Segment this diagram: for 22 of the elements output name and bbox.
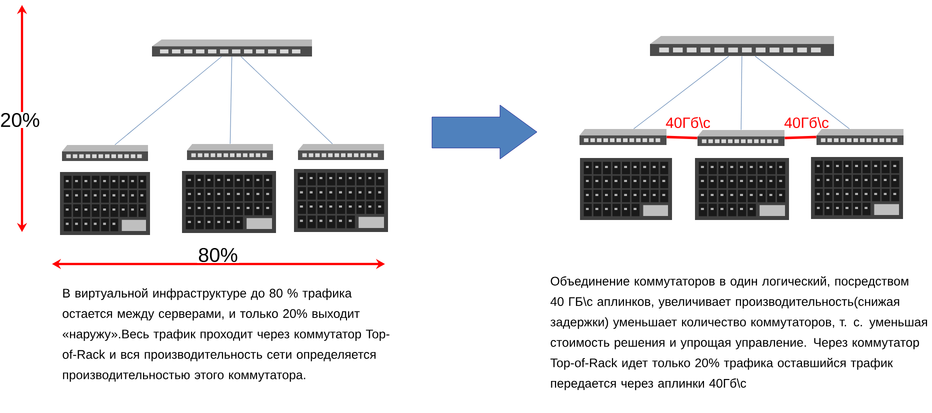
link-line: [740, 56, 742, 130]
edge-label: 40Гб\с: [784, 116, 829, 128]
dimension-label: 80%: [197, 246, 239, 264]
link-line: [784, 136, 816, 140]
switch-drawing: [62, 145, 148, 161]
core-switch-drawing: [152, 40, 312, 56]
link-line: [230, 56, 232, 144]
switch-drawing: [298, 144, 384, 160]
paragraph: В виртуальной инфраструктуре до 80 % трафика остается между серверами, и только 20% выходит «наружу».Весь трафик проходит через коммутатор Top-of-Rack и вся производительность сети определяется производительностью этого коммутатора.: [62, 288, 390, 382]
link-line: [240, 56, 333, 144]
switch-drawing: [187, 144, 273, 160]
link-line: [666, 136, 698, 140]
link-line: [114, 56, 222, 146]
switch-drawing: [816, 129, 904, 145]
link-line: [754, 56, 850, 130]
switch-drawing: [580, 129, 666, 145]
edge-label: 40Гб\с: [666, 116, 710, 128]
core-switch-drawing: [650, 36, 834, 56]
switch-drawing: [698, 130, 784, 146]
paragraph: Объединение коммутаторов в один логический, посредством 40 ГБ\с аплинков, увеличивает производительность(снижая задержки) уменьшает количество коммутаторов, т. с. уменьшая стоимость решения и упрощая управление. Через коммутатор Top-of-Rack идет только 20% трафика оставшийся трафик передается через аплинки 40Гб\с: [550, 276, 928, 390]
dimension-label: 20%: [0, 112, 41, 128]
link-line: [633, 56, 729, 130]
